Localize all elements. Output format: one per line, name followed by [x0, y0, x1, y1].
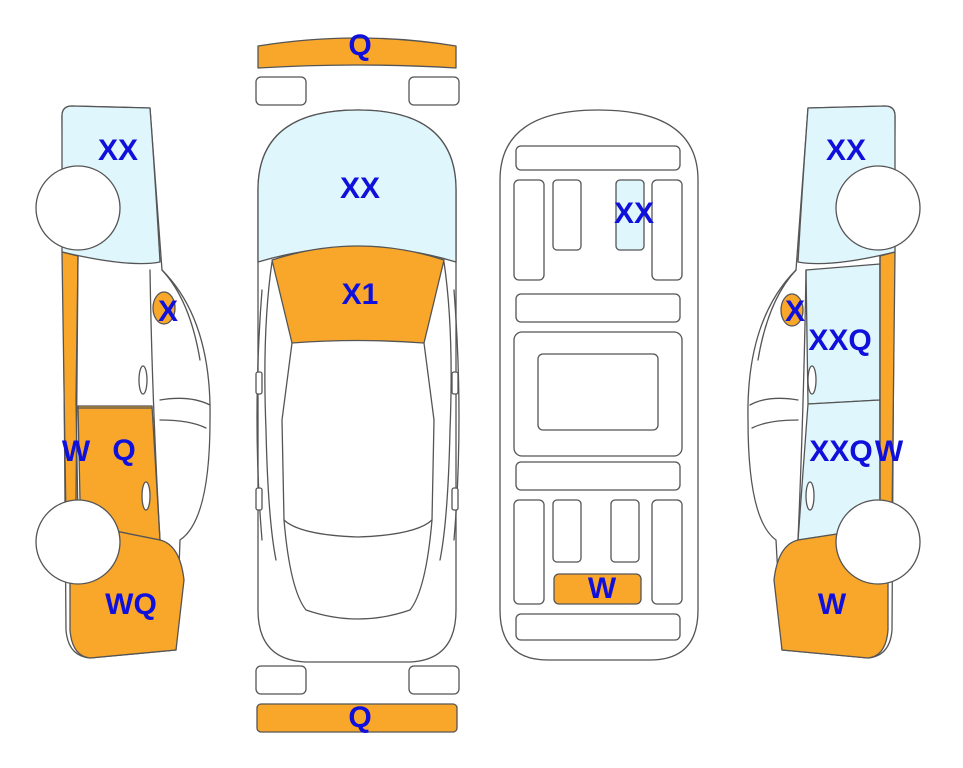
label-right-lower-door: XXQ — [809, 435, 872, 468]
hood[interactable] — [271, 245, 445, 344]
rear-left-block — [255, 665, 307, 695]
left-front-fender[interactable] — [61, 251, 79, 521]
label-left-front-fender: W — [62, 435, 91, 468]
label-trunk-panel: W — [588, 572, 617, 605]
label-right-window: XX — [826, 134, 866, 167]
label-left-front-door: Q — [112, 434, 135, 467]
right-mirror[interactable] — [780, 293, 804, 327]
left-mirror[interactable] — [152, 291, 176, 325]
roof-glass-panel[interactable] — [615, 179, 645, 251]
label-left-rear-quarter: WQ — [105, 588, 157, 621]
label-rear-bumper: Q — [348, 701, 371, 734]
label-hood: X1 — [342, 278, 379, 311]
label-right-mirror: X — [785, 295, 805, 328]
right-rear-wheel — [835, 499, 921, 585]
left-front-wheel — [35, 165, 121, 251]
front-right-block — [408, 76, 460, 106]
label-right-front-fender: W — [875, 435, 904, 468]
label-front-bumper: Q — [348, 29, 371, 62]
rear-bumper[interactable] — [256, 703, 458, 733]
rear-right-block — [408, 665, 460, 695]
label-right-rear-quarter: W — [818, 588, 847, 621]
right-front-wheel — [835, 165, 921, 251]
front-bumper[interactable] — [257, 37, 457, 69]
label-windshield: XX — [340, 172, 380, 205]
label-right-upper-door: XXQ — [808, 324, 871, 357]
label-left-mirror: X — [158, 295, 178, 328]
trunk-panel[interactable] — [553, 573, 642, 605]
front-left-block — [255, 76, 307, 106]
right-front-fender[interactable] — [879, 251, 896, 521]
label-left-window: XX — [98, 134, 138, 167]
left-rear-wheel — [35, 499, 121, 585]
label-roof-glass: XX — [614, 197, 654, 230]
